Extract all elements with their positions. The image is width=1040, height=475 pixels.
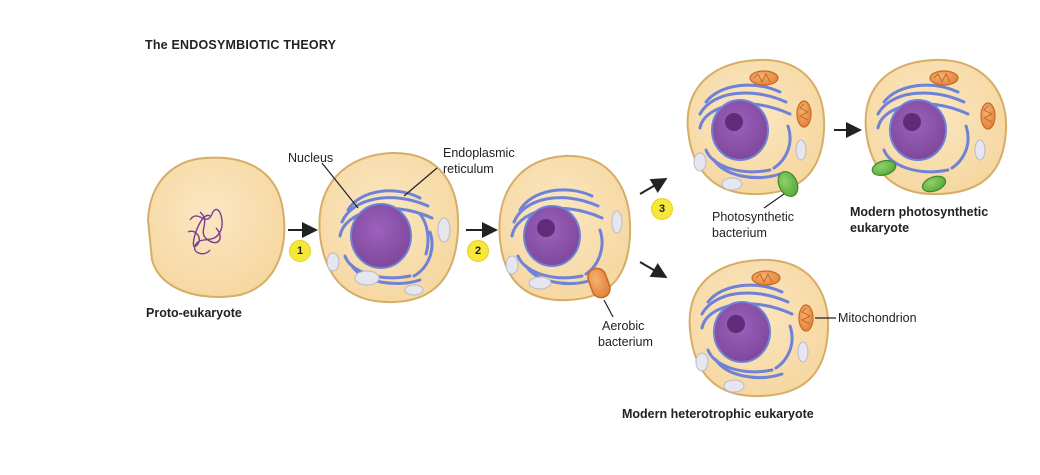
mitochondrion-label: Mitochondrion	[838, 311, 917, 325]
mitochondrion-icon	[980, 102, 996, 130]
nucleated-cell	[318, 151, 460, 304]
er-label-line1: Endoplasmic	[443, 146, 515, 160]
modern-heterotrophic-eukaryote-cell	[688, 258, 830, 398]
step-badge-1: 1	[289, 240, 311, 262]
aerobic-label-line2: bacterium	[598, 335, 653, 349]
photosynthetic-intermediate-cell	[686, 58, 826, 197]
mitochondrion-icon	[751, 270, 781, 286]
dna-tangle-icon	[187, 208, 223, 255]
er-network	[338, 189, 434, 285]
nucleus-leader-line	[321, 162, 359, 209]
mitochondrion-icon	[796, 100, 812, 128]
modern-photosynthetic-eukaryote-cell	[864, 58, 1008, 196]
step-badge-2: 2	[467, 240, 489, 262]
step-badge-3: 3	[651, 198, 673, 220]
photosynthetic-caption-line1: Modern photosynthetic	[850, 205, 989, 219]
proto-eukaryote-caption: Proto-eukaryote	[146, 306, 242, 320]
er-label-line2: reticulum	[443, 162, 494, 176]
mitochondrion-icon	[798, 304, 814, 332]
proto-eukaryote-cell	[146, 156, 286, 298]
nucleus-shape	[350, 203, 412, 269]
arrow-to-photosynthetic	[639, 177, 668, 195]
chloroplast-icon	[871, 159, 897, 177]
arrow-to-heterotrophic	[639, 261, 668, 279]
chloroplast-icon	[921, 175, 947, 193]
photosynthetic-label-line1: Photosynthetic	[712, 210, 794, 224]
mitochondrion-icon	[929, 70, 959, 86]
photosynthetic-leader-line	[763, 193, 785, 209]
diagram-title: The ENDOSYMBIOTIC THEORY	[145, 38, 337, 52]
heterotrophic-caption: Modern heterotrophic eukaryote	[622, 407, 814, 421]
nucleus-label: Nucleus	[288, 151, 334, 165]
mitochondrion-icon	[749, 70, 779, 86]
engulfing-cell	[498, 154, 632, 302]
aerobic-label-line1: Aerobic	[602, 319, 645, 333]
aerobic-bacterium-shape	[587, 267, 611, 299]
photosynthetic-bacterium-shape	[777, 171, 799, 197]
photosynthetic-caption-line2: eukaryote	[850, 221, 910, 235]
photosynthetic-label-line2: bacterium	[712, 226, 767, 240]
aerobic-leader-line	[603, 299, 614, 318]
er-leader-line	[403, 167, 438, 197]
